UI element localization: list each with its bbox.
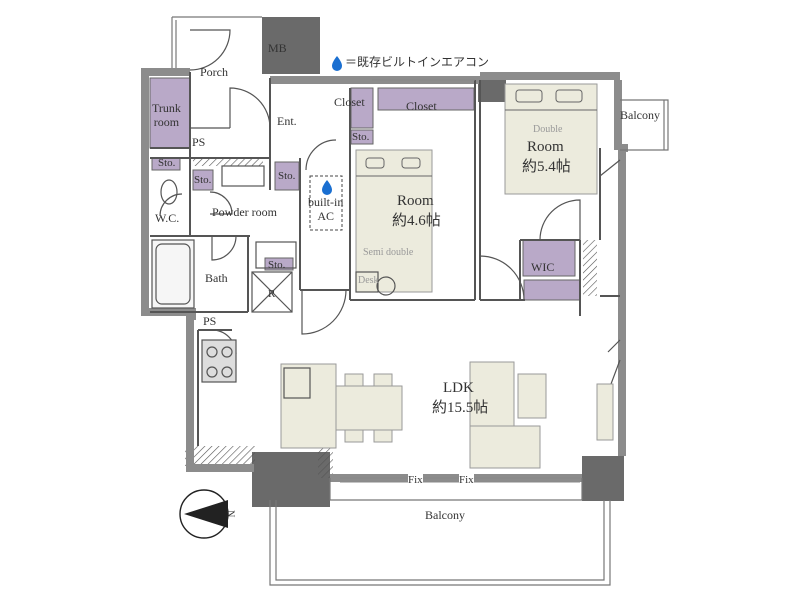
desk-label: Desk: [358, 275, 379, 286]
fixtures: [151, 165, 396, 399]
ps-bottom-label: PS: [203, 314, 217, 328]
powder-room-label: Powder room: [212, 205, 277, 219]
sto-wc-label: Sto.: [158, 157, 176, 169]
balcony-side-label: Balcony: [620, 108, 660, 122]
wic-label: WIC: [531, 260, 555, 274]
closet-small-label: Closet: [334, 95, 365, 109]
ent-label: Ent.: [277, 114, 297, 128]
room1-bed-label: Semi double: [363, 247, 414, 258]
trunk-room-label: Trunk room: [152, 101, 181, 129]
sto-ps-label: Sto.: [194, 174, 212, 186]
fix2-label: Fix: [459, 474, 474, 487]
bath-label: Bath: [205, 271, 228, 285]
r-label: R: [268, 288, 276, 300]
ac-drop-icon: [322, 180, 332, 195]
storage-areas: [149, 77, 581, 301]
room2-size: 約5.4帖: [522, 159, 571, 175]
exterior-outlines: [171, 16, 669, 586]
ldk-name: LDK: [443, 380, 474, 396]
room2-name: Room: [527, 139, 564, 155]
balcony-bottom-label: Balcony: [425, 508, 465, 522]
legend-text: ＝既存ビルトインエアコン: [345, 55, 490, 69]
fix1-label: Fix: [408, 474, 423, 487]
builtin-ac-label: built-in AC: [308, 195, 344, 223]
sto-powder-label: Sto.: [278, 170, 296, 182]
wc-label: W.C.: [155, 211, 180, 225]
porch-label: Porch: [200, 65, 228, 79]
structural-columns: [252, 17, 624, 507]
compass: [179, 489, 229, 539]
hatched-areas: [185, 158, 597, 478]
room1-name: Room: [397, 193, 434, 209]
north-label: N: [224, 510, 236, 518]
sto-closet-label: Sto.: [352, 131, 370, 143]
bed-pillows: [356, 89, 597, 177]
builtin-ac-box: [309, 175, 343, 231]
sto-bath-label: Sto.: [268, 259, 286, 271]
room1-size: 約4.6帖: [392, 213, 441, 229]
ldk-size: 約15.5帖: [432, 400, 489, 416]
ac-drop-icon: [332, 56, 342, 71]
ps-top-label: PS: [192, 135, 206, 149]
mb-label: MB: [268, 41, 287, 55]
interior-walls: [150, 72, 620, 446]
room2-bed-label: Double: [533, 124, 563, 135]
closet-large-label: Closet: [406, 99, 437, 113]
furniture: [280, 83, 614, 469]
